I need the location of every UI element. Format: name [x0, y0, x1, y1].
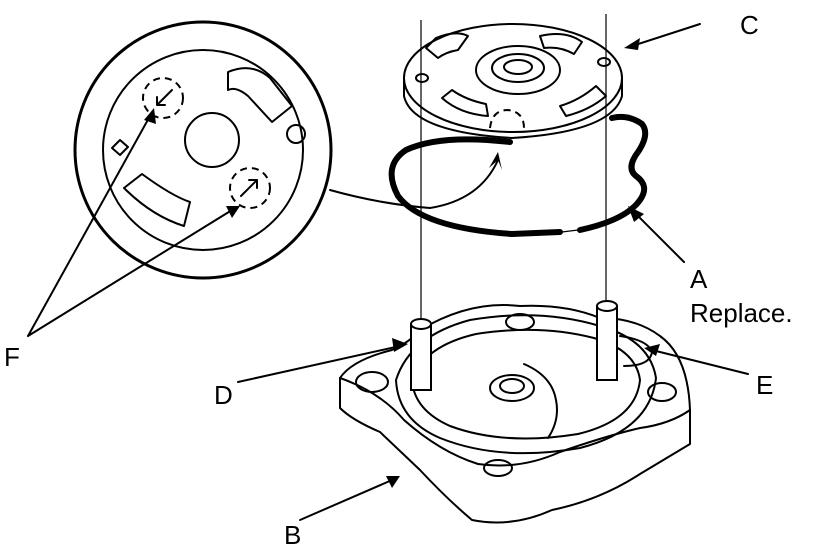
detail-outer-circle: [73, 20, 333, 280]
inset-leader-arrowhead: [489, 152, 502, 170]
arrowhead-d: [392, 338, 408, 352]
label-f: F: [4, 342, 20, 372]
base-housing-center-hole-inner: [499, 378, 525, 394]
base-housing-internal-rib: [523, 363, 558, 439]
plate-c-slot-1: [425, 32, 469, 59]
leader-a: [633, 211, 685, 263]
plate-c-slot-2: [539, 33, 583, 55]
label-c: C: [740, 10, 759, 40]
plate-c-center-boss: [475, 45, 561, 95]
inset-leader-line: [329, 159, 499, 209]
detail-small-hole-right: [286, 124, 306, 144]
detail-small-notch-left: [111, 139, 129, 156]
base-housing-center-hole: [489, 374, 535, 402]
base-housing-recess-outer: [395, 314, 657, 455]
dowel-pin-right-top: [596, 300, 618, 312]
base-housing-seal-groove: [619, 335, 653, 367]
arrowhead-a: [628, 206, 644, 222]
leader-f-upper: [27, 115, 151, 337]
arrowhead-b: [386, 476, 400, 488]
leader-c: [631, 23, 701, 47]
base-housing-top-outline: [339, 304, 691, 411]
detail-inset: [73, 20, 333, 280]
o-ring-a-front: [388, 136, 563, 238]
dowel-pin-left-top: [410, 318, 432, 330]
detail-arrow-lower: [240, 179, 258, 197]
plate-c-center-ring: [491, 53, 545, 83]
plate-c-small-hole-right: [597, 57, 611, 67]
label-b: B: [284, 520, 301, 550]
arrowhead-f-upper: [144, 108, 156, 124]
detail-center-hole: [184, 112, 240, 168]
base-housing-bolt-hole-bottom: [483, 459, 513, 477]
label-a: A: [690, 264, 708, 294]
leader-f-lower: [27, 209, 233, 337]
arrowhead-c: [624, 38, 640, 50]
dowel-pin-left-body: [410, 323, 432, 391]
plate-c: [403, 23, 623, 139]
dowel-pin-right-body: [596, 305, 618, 381]
leader-e: [651, 349, 749, 375]
plate-c-small-hole-left: [415, 73, 429, 83]
base-housing-front-edge: [339, 377, 691, 467]
detail-dowel-circle-lower: [229, 167, 271, 209]
arrowhead-f-lower: [226, 206, 240, 218]
base-housing-bolt-hole-right: [647, 382, 677, 402]
detail-arrow-upper: [156, 89, 173, 106]
label-e: E: [756, 370, 773, 400]
detail-slot-upper: [227, 67, 293, 123]
leader-b: [299, 479, 393, 521]
base-housing-recess-inner: [411, 328, 641, 440]
label-d: D: [214, 380, 233, 410]
plate-c-center-hole: [503, 59, 533, 75]
plate-c-slot-3: [441, 89, 489, 117]
label-a-note: Replace.: [690, 298, 793, 328]
base-housing-bolt-hole-left: [355, 371, 389, 393]
detail-inner-circle: [102, 49, 304, 251]
base-housing-bolt-hole-top: [505, 313, 535, 331]
plate-c-top-face: [403, 23, 623, 133]
dowel-pin-right: [596, 300, 618, 381]
base-housing-body-outline: [339, 377, 691, 524]
plate-c-dowel-socket: [489, 108, 525, 129]
o-ring-a-gap: [561, 229, 579, 233]
detail-slot-lower: [123, 173, 191, 227]
dowel-pin-left: [410, 318, 432, 391]
arrowhead-e: [644, 344, 660, 356]
o-ring-a-back: [577, 113, 649, 233]
plate-c-side: [403, 77, 623, 139]
base-housing-b: [339, 304, 691, 524]
leader-d: [237, 345, 401, 383]
detail-dowel-circle-upper: [142, 77, 184, 119]
o-ring-a: [388, 113, 649, 238]
